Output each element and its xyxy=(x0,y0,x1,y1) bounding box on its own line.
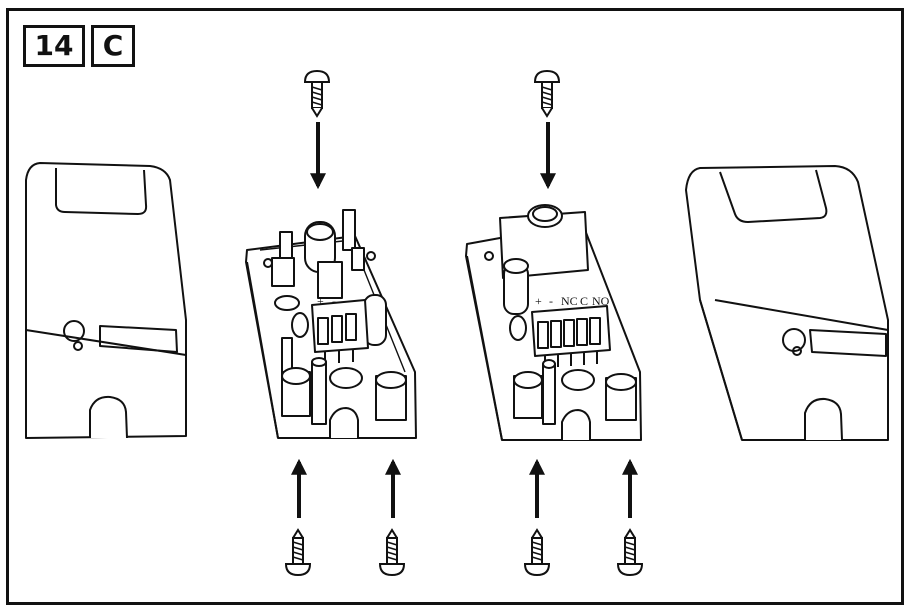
screw-bottom-2 xyxy=(379,529,405,576)
left-terminal-labels: +- xyxy=(317,294,336,308)
screw-bottom-4 xyxy=(617,529,643,576)
right-housing xyxy=(685,165,889,441)
resistor xyxy=(342,209,356,251)
screw-bottom-3 xyxy=(524,529,550,576)
right-terminal-label-0: + xyxy=(535,294,542,308)
screw-top-left xyxy=(304,70,330,117)
left-terminal-label-1: - xyxy=(332,294,336,308)
left-housing xyxy=(25,162,187,439)
screw-bottom-1 xyxy=(285,529,311,576)
left-terminal-label-0: + xyxy=(317,294,324,308)
screw-top-right xyxy=(534,70,560,117)
figure-number-label: 14 xyxy=(23,25,85,67)
right-terminal-label-2: NC xyxy=(561,294,578,308)
left-circuit-board xyxy=(245,209,417,439)
figure-letter-label: C xyxy=(91,25,135,67)
figure-frame xyxy=(6,8,904,605)
right-terminal-label-4: NO xyxy=(592,294,610,308)
right-terminal-label-3: C xyxy=(580,294,588,308)
right-terminal-label-1: - xyxy=(549,294,553,308)
right-circuit-board xyxy=(465,204,642,441)
